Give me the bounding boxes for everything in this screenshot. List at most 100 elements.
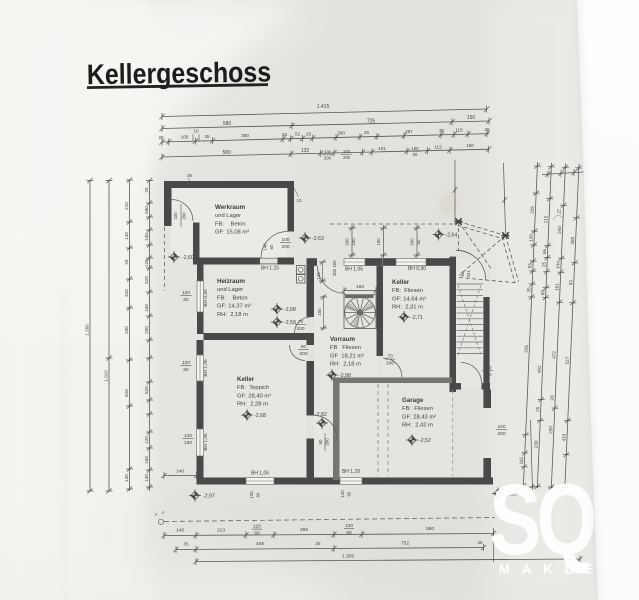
svg-text:286: 286	[300, 527, 308, 533]
svg-text:BH 1,06: BH 1,06	[203, 359, 209, 377]
svg-text:25: 25	[484, 127, 490, 132]
svg-text:25: 25	[535, 406, 540, 412]
svg-text:200: 200	[483, 372, 491, 378]
svg-text:128: 128	[144, 259, 149, 267]
svg-text:100: 100	[410, 238, 415, 246]
svg-text:25: 25	[541, 261, 546, 267]
svg-text:BH 0,90: BH 0,90	[203, 289, 209, 307]
svg-text:100: 100	[281, 237, 289, 243]
svg-text:BH 1,06: BH 1,06	[203, 433, 209, 451]
svg-text:150: 150	[184, 440, 192, 446]
svg-text:100: 100	[332, 260, 337, 268]
svg-text:205: 205	[524, 344, 529, 352]
svg-text:120: 120	[253, 524, 261, 530]
svg-text:GF: 14,37 m²: GF: 14,37 m²	[217, 304, 251, 310]
svg-text:1.260: 1.260	[84, 324, 89, 336]
svg-text:-2,63: -2,63	[312, 236, 324, 242]
svg-text:200: 200	[182, 212, 187, 220]
svg-text:RH: 2,28 m: RH: 2,28 m	[237, 402, 268, 408]
svg-text:100: 100	[483, 365, 491, 371]
svg-text:140: 140	[263, 243, 268, 251]
svg-text:200: 200	[144, 326, 149, 334]
svg-text:472: 472	[551, 351, 556, 359]
svg-text:60: 60	[413, 152, 418, 157]
svg-text:RH: 2,42 m: RH: 2,42 m	[402, 423, 433, 429]
svg-text:120: 120	[345, 523, 353, 529]
svg-text:527: 527	[565, 356, 570, 364]
svg-text:492: 492	[537, 365, 542, 373]
svg-text:A: A	[162, 510, 165, 515]
svg-text:100: 100	[324, 149, 332, 154]
svg-text:Keller: Keller	[237, 376, 255, 383]
svg-text:140: 140	[144, 474, 149, 482]
svg-text:150: 150	[356, 284, 364, 290]
svg-text:70: 70	[298, 319, 304, 325]
svg-text:25: 25	[282, 132, 288, 137]
svg-text:MAKLER: MAKLER	[499, 562, 627, 577]
svg-text:Werkraum: Werkraum	[215, 204, 246, 211]
svg-text:GF 18,21 m²: GF 18,21 m²	[330, 353, 364, 359]
svg-text:215: 215	[543, 215, 548, 223]
svg-text:410: 410	[561, 433, 566, 441]
svg-text:10: 10	[193, 128, 199, 133]
svg-text:60: 60	[256, 492, 261, 497]
svg-text:-2,58: -2,58	[284, 320, 296, 326]
svg-text:-2,68: -2,68	[254, 413, 266, 419]
svg-text:RH: 2,31 m: RH: 2,31 m	[392, 305, 423, 311]
svg-text:200: 200	[497, 431, 505, 437]
svg-text:115: 115	[519, 456, 524, 464]
svg-text:80: 80	[301, 344, 307, 350]
svg-text:1.415: 1.415	[317, 104, 330, 110]
svg-text:115: 115	[455, 128, 463, 133]
svg-text:161: 161	[554, 283, 559, 291]
svg-text:FB: Beton: FB: Beton	[217, 295, 248, 301]
svg-text:150: 150	[317, 308, 322, 316]
svg-text:725: 725	[367, 119, 376, 125]
svg-text:100: 100	[173, 212, 178, 220]
svg-text:130: 130	[124, 474, 129, 482]
svg-text:300: 300	[337, 131, 345, 136]
svg-text:200: 200	[343, 155, 351, 160]
svg-text:140: 140	[124, 232, 129, 240]
svg-text:25: 25	[306, 131, 312, 136]
svg-text:100: 100	[144, 304, 149, 312]
svg-text:und Lager: und Lager	[215, 213, 241, 219]
svg-text:120: 120	[182, 360, 190, 366]
svg-text:35: 35	[187, 173, 192, 178]
svg-text:120: 120	[184, 433, 192, 439]
svg-text:60: 60	[254, 531, 260, 537]
svg-text:320: 320	[124, 289, 129, 297]
svg-text:Keller: Keller	[392, 279, 410, 286]
svg-text:1.305: 1.305	[342, 554, 354, 560]
svg-text:100: 100	[351, 238, 356, 246]
svg-text:-2,71: -2,71	[411, 315, 423, 321]
svg-text:120: 120	[144, 436, 149, 444]
svg-text:-2,52: -2,52	[419, 438, 431, 444]
svg-text:200: 200	[296, 326, 304, 332]
svg-text:GF: 14,64 m²: GF: 14,64 m²	[392, 296, 426, 302]
svg-text:100: 100	[343, 149, 351, 154]
svg-text:-2,97: -2,97	[203, 494, 215, 500]
svg-text:25: 25	[124, 259, 129, 265]
svg-text:150: 150	[467, 115, 476, 121]
svg-text:200: 200	[332, 268, 337, 276]
svg-text:BH 1,29: BH 1,29	[342, 469, 360, 475]
svg-text:80: 80	[460, 271, 465, 276]
svg-text:BH 0,90: BH 0,90	[408, 266, 426, 272]
svg-text:FB: Teppich: FB: Teppich	[237, 385, 269, 391]
svg-text:N: N	[556, 209, 561, 216]
svg-text:BH 1.15: BH 1.15	[261, 266, 279, 272]
svg-text:200: 200	[299, 351, 307, 357]
svg-text:25: 25	[315, 541, 321, 546]
svg-text:200: 200	[281, 244, 289, 250]
svg-text:FB Fliesen: FB Fliesen	[330, 345, 361, 351]
svg-text:200: 200	[324, 155, 332, 160]
svg-text:229: 229	[530, 206, 535, 214]
svg-text:132: 132	[301, 148, 310, 154]
svg-text:-2,68: -2,68	[284, 307, 296, 313]
svg-text:100: 100	[528, 234, 533, 242]
svg-text:35: 35	[183, 542, 189, 547]
svg-text:60: 60	[183, 297, 189, 303]
svg-text:25: 25	[158, 135, 164, 140]
svg-text:458: 458	[256, 541, 264, 547]
